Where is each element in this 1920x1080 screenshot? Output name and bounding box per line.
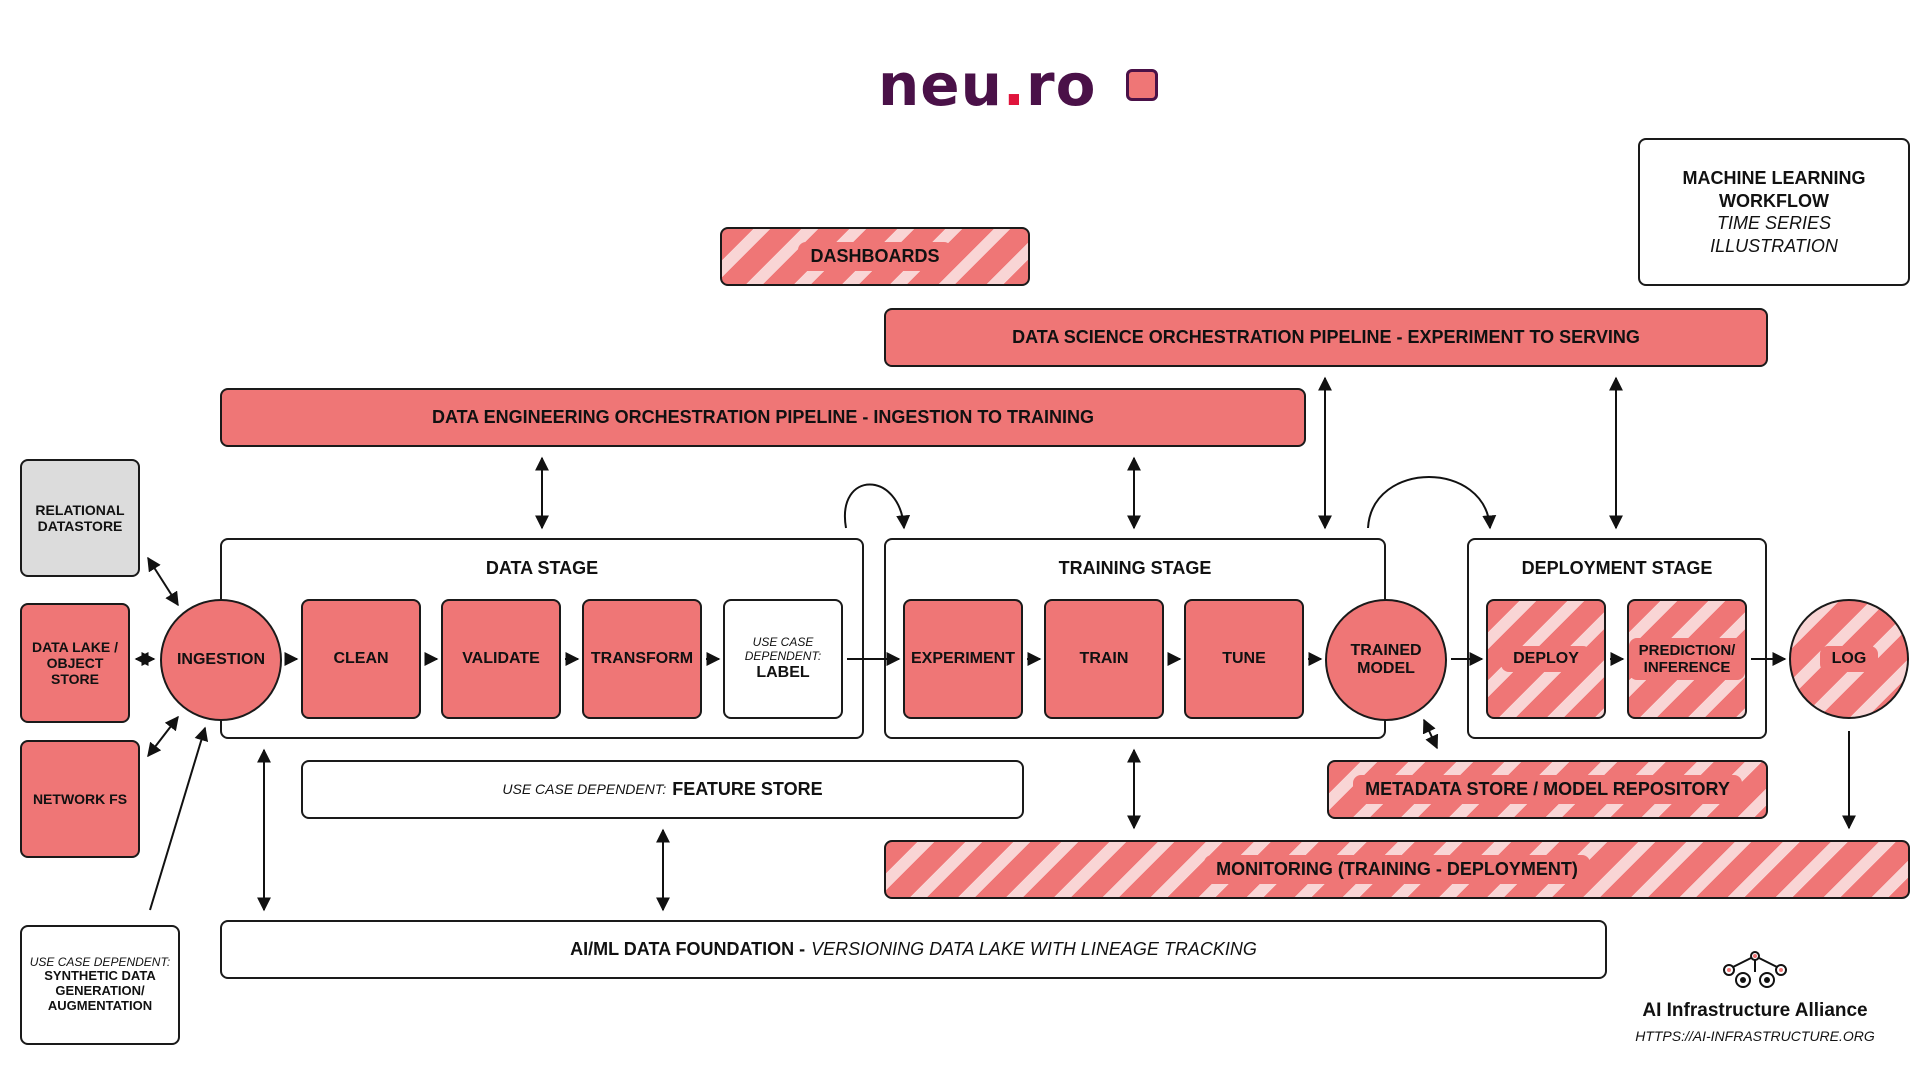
deployment-stage-title: DEPLOYMENT STAGE [1521,558,1713,578]
feature-store-prefix: USE CASE DEPENDENT: [502,781,667,798]
label-prefix: USE CASE DEPENDENT: [744,635,822,663]
transform-node[interactable]: TRANSFORM [582,599,702,719]
feature-store-text: FEATURE STORE [672,779,823,800]
loop-arrow-data-training [843,483,911,530]
log-label: LOG [1819,645,1879,673]
prediction-node[interactable]: PREDICTION/ INFERENCE [1627,599,1747,719]
arrow-networkfs-ingestion [147,715,179,758]
prediction-label: PREDICTION/ INFERENCE [1629,637,1745,681]
label-node[interactable]: USE CASE DEPENDENT: LABEL [723,599,843,719]
arrow-trained-model-metadata [1422,718,1439,750]
alliance-url[interactable]: HTTPS://AI-INFRASTRUCTURE.ORG [1635,1028,1875,1044]
foundation-bold: AI/ML DATA FOUNDATION - [570,939,806,960]
validate-node[interactable]: VALIDATE [441,599,561,719]
relational-datastore[interactable]: RELATIONAL DATASTORE [20,459,140,577]
metadata-store-label: METADATA STORE / MODEL REPOSITORY [1353,775,1742,804]
title-line-1: MACHINE LEARNING [1682,168,1866,188]
neuro-logo: neu.ro [878,50,1159,120]
title-line-3: TIME SERIES [1716,213,1832,233]
alliance-block: AI Infrastructure Alliance HTTPS://AI-IN… [1610,946,1900,1046]
validate-label: VALIDATE [462,649,540,667]
dashboards-label: DASHBOARDS [798,242,952,271]
metadata-store-box[interactable]: METADATA STORE / MODEL REPOSITORY [1327,760,1768,819]
clean-label: CLEAN [333,649,389,667]
data-stage-title: DATA STAGE [485,558,599,578]
train-node[interactable]: TRAIN [1044,599,1164,719]
monitoring-box[interactable]: MONITORING (TRAINING - DEPLOYMENT) [884,840,1910,899]
synthetic-text: SYNTHETIC DATA GENERATION/ AUGMENTATION [44,968,156,1014]
arrow-relational-ingestion [147,556,179,607]
network-fs-label: NETWORK FS [32,790,128,807]
synthetic-data-box[interactable]: USE CASE DEPENDENT: SYNTHETIC DATA GENER… [20,925,180,1045]
dashboards-box[interactable]: DASHBOARDS [720,227,1030,286]
title-box: MACHINE LEARNING WORKFLOW TIME SERIES IL… [1638,138,1910,286]
logo-text: neu.ro [878,51,1097,119]
title-line-4: ILLUSTRATION [1710,235,1838,256]
data-engineering-pipeline-label: DATA ENGINEERING ORCHESTRATION PIPELINE … [431,407,1095,428]
data-lake-object-store[interactable]: DATA LAKE / OBJECT STORE [20,603,130,723]
clean-node[interactable]: CLEAN [301,599,421,719]
monitoring-label: MONITORING (TRAINING - DEPLOYMENT) [1204,855,1590,884]
gears-network-icon [1723,951,1787,988]
trained-model-label: TRAINED MODEL [1350,641,1422,677]
title-line-2: WORKFLOW [1719,190,1829,211]
data-science-pipeline-label: DATA SCIENCE ORCHESTRATION PIPELINE - EX… [1012,327,1640,348]
transform-label: TRANSFORM [590,649,694,667]
alliance-name: AI Infrastructure Alliance [1642,1000,1868,1021]
data-science-pipeline[interactable]: DATA SCIENCE ORCHESTRATION PIPELINE - EX… [884,308,1768,367]
data-engineering-pipeline[interactable]: DATA ENGINEERING ORCHESTRATION PIPELINE … [220,388,1306,447]
synthetic-prefix: USE CASE DEPENDENT: [29,954,171,969]
feature-store-box[interactable]: USE CASE DEPENDENT: FEATURE STORE [301,760,1024,819]
foundation-italic: VERSIONING DATA LAKE WITH LINEAGE TRACKI… [811,939,1257,960]
tune-label: TUNE [1222,649,1266,667]
data-foundation-box[interactable]: AI/ML DATA FOUNDATION - VERSIONING DATA … [220,920,1607,979]
loop-arrow-training-deployment [1367,476,1497,530]
train-label: TRAIN [1079,649,1129,667]
deploy-label: DEPLOY [1501,645,1591,673]
ingestion-label: INGESTION [176,650,265,668]
tune-node[interactable]: TUNE [1184,599,1304,719]
arrow-synthetic-ingestion [149,726,209,911]
log-node[interactable]: LOG [1789,599,1909,719]
ingestion-node[interactable]: INGESTION [160,599,282,721]
data-lake-label: DATA LAKE / OBJECT STORE [31,638,119,688]
experiment-node[interactable]: EXPERIMENT [903,599,1023,719]
logo-badge-icon [1126,69,1159,101]
network-fs[interactable]: NETWORK FS [20,740,140,858]
experiment-label: EXPERIMENT [910,649,1015,667]
trained-model-node[interactable]: TRAINED MODEL [1325,599,1447,721]
training-stage-title: TRAINING STAGE [1058,558,1212,578]
deploy-node[interactable]: DEPLOY [1486,599,1606,719]
label-text: LABEL [756,663,810,681]
relational-datastore-label: RELATIONAL DATASTORE [35,501,125,534]
